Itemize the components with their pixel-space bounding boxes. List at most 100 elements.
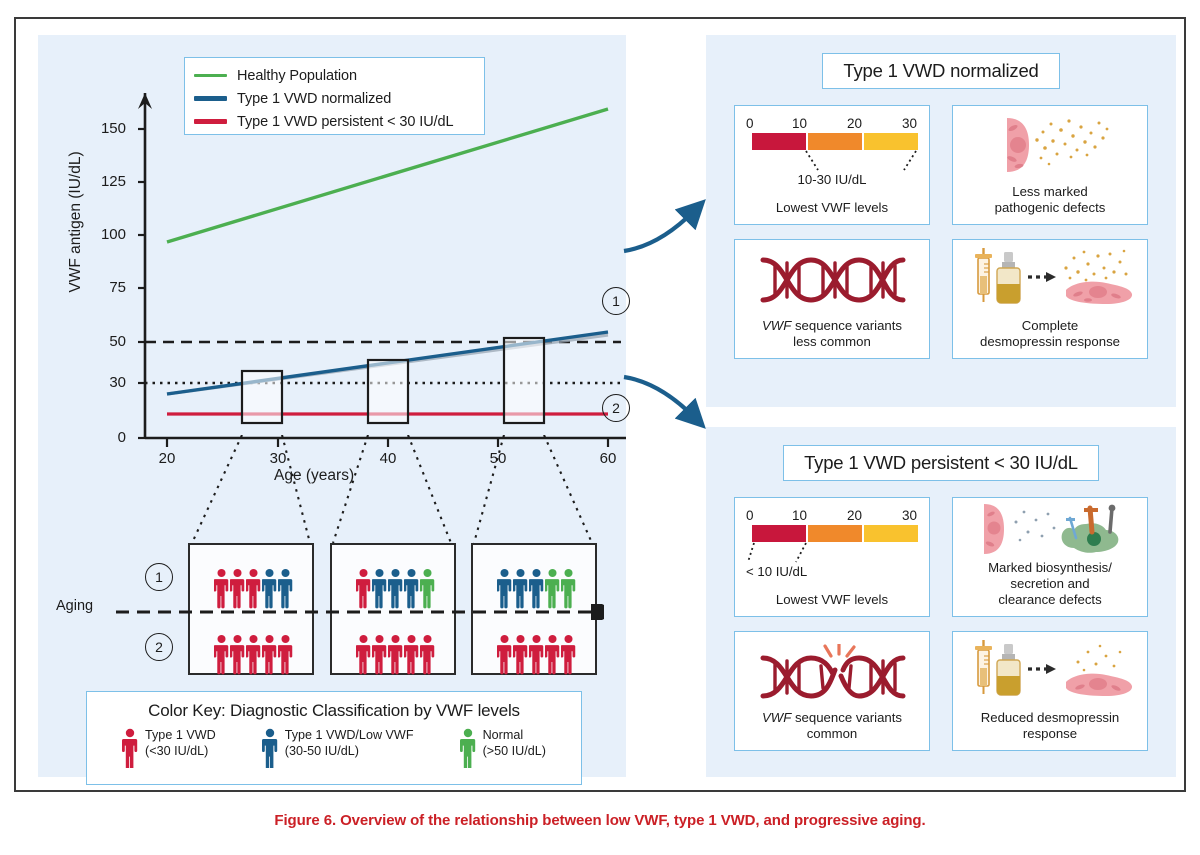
person-icon-red [245, 568, 260, 609]
x-tick-marks [165, 438, 610, 447]
y-axis-label: VWF antigen (IU/dL) [67, 151, 84, 293]
card-caption-pathogenic-defects: Less marked pathogenic defects [994, 183, 1106, 215]
card-lowest-vwf-levels-persistent: 0 10 20 30 [734, 497, 930, 617]
syringe-icon [975, 640, 992, 694]
receptor-icons [1066, 504, 1116, 540]
legend-item-persistent: Type 1 VWD persistent < 30 IU/dL [194, 110, 475, 133]
aging-arrow [116, 598, 618, 626]
person-icon-blue [496, 568, 511, 609]
person-icon-green [419, 568, 434, 609]
y-tick-30: 30 [109, 374, 126, 391]
chart-callout-2: 2 [602, 394, 630, 422]
person-icon-red [403, 634, 418, 675]
color-key-item-normal: Normal (>50 IU/dL) [459, 728, 546, 773]
chart-callout-1: 1 [602, 287, 630, 315]
person-icon-blue [261, 568, 276, 609]
cohort-row-2-age53 [473, 615, 599, 675]
x-tick-30: 30 [269, 450, 287, 467]
color-key-label-type1vwd: Type 1 VWD (<30 IU/dL) [145, 728, 216, 758]
scale-tick-20-p: 20 [847, 508, 863, 523]
cohort-row-1-age41 [332, 549, 458, 609]
scale-tick-20: 20 [847, 116, 863, 131]
cohort-connectors [38, 434, 626, 555]
dna-helix-icon [757, 252, 907, 313]
x-tick-60: 60 [599, 450, 617, 467]
cohort-box-age41 [330, 543, 456, 675]
vwf-scale-normalized: 0 10 20 30 [744, 116, 920, 187]
scale-bar-normalized [752, 133, 919, 150]
card-caption-complete-desmopressin: Complete desmopressin response [979, 317, 1120, 349]
person-icon-red [245, 634, 260, 675]
nasal-spray-icon [996, 252, 1021, 304]
break-spark-icon [823, 642, 856, 658]
person-icon-blue [277, 568, 292, 609]
dashed-arrow-icon [1028, 664, 1056, 674]
x-tick-20: 20 [158, 450, 176, 467]
scale-annotation-leaders-normalized [805, 150, 917, 171]
highlight-box-age27 [240, 369, 284, 425]
cohort-panels [38, 543, 626, 675]
panel-type1-normalized: Type 1 VWD normalized 0 10 20 30 [706, 35, 1176, 407]
vwf-age-chart: VWF antigen (IU/dL) Age (years) 150 125 … [38, 35, 630, 484]
cohort-marker-1: 1 [145, 563, 173, 591]
person-icon-blue [371, 568, 386, 609]
person-icon-blue [403, 568, 418, 609]
arrow-to-persistent-panel [623, 374, 706, 429]
scale-tick-0-p: 0 [746, 508, 754, 523]
person-icon-red [355, 634, 370, 675]
figure-frame: VWF antigen (IU/dL) Age (years) 150 125 … [14, 17, 1186, 792]
scale-tick-10: 10 [792, 116, 808, 131]
y-tick-50: 50 [109, 333, 126, 350]
person-icon-red [560, 634, 575, 675]
person-icon-red [261, 634, 276, 675]
legend-swatch-red [194, 119, 227, 124]
panel-title-box-bottom: Type 1 VWD persistent < 30 IU/dL [783, 445, 1099, 481]
series-healthy-population [166, 107, 609, 244]
person-icon-red [122, 728, 138, 773]
y-tick-0: 0 [117, 429, 126, 446]
color-key-label-lowvwf: Type 1 VWD/Low VWF (30-50 IU/dL) [284, 728, 414, 758]
scale-annotation-leaders-persistent [747, 542, 807, 563]
person-icon-red [229, 568, 244, 609]
card-vwf-variants-less-common: VWF sequence variants less common [734, 239, 930, 359]
scale-segment-20-30-p [864, 525, 919, 542]
chart-legend: Healthy Population Type 1 VWD normalized… [184, 57, 485, 135]
card-complete-desmopressin-response: Complete desmopressin response [952, 239, 1148, 359]
highlight-box-age53 [502, 336, 546, 425]
cohort-row-2-age41 [332, 615, 458, 675]
card-caption-reduced-desmopressin: Reduced desmopressin response [980, 709, 1120, 741]
scale-tick-30-p: 30 [902, 508, 918, 523]
person-icon-red [213, 634, 228, 675]
macrophage-clearance-icon [970, 502, 1130, 563]
dashed-arrow-icon [1028, 272, 1056, 282]
legend-label-normalized: Type 1 VWD normalized [237, 90, 392, 107]
chart-svg [138, 93, 626, 447]
person-icon-red [496, 634, 511, 675]
panel-title-wrap-bottom: Type 1 VWD persistent < 30 IU/dL [706, 427, 1176, 481]
aging-axis-label: Aging [56, 598, 94, 614]
card-caption-vwf-variants-common: VWF sequence variants common [761, 709, 902, 741]
y-tick-75: 75 [109, 279, 126, 296]
connector-3-right [543, 434, 593, 544]
scale-tick-0: 0 [746, 116, 754, 131]
card-vwf-variants-common: VWF sequence variants common [734, 631, 930, 751]
scale-segment-10-20 [808, 133, 862, 150]
syringe-icon [975, 248, 992, 302]
endothelial-cell-icon [1066, 673, 1133, 696]
person-icon-red [213, 568, 228, 609]
person-icon-red [277, 634, 292, 675]
panel-type1-persistent: Type 1 VWD persistent < 30 IU/dL 0 10 20… [706, 427, 1176, 777]
macrophage-body-icon [1061, 523, 1119, 553]
person-icon-blue [528, 568, 543, 609]
person-icon-green [459, 728, 476, 773]
card-caption-lowest-levels-normalized: Lowest VWF levels [775, 199, 889, 215]
y-tick-100: 100 [100, 226, 126, 243]
person-icon-blue [512, 568, 527, 609]
scale-tick-30: 30 [902, 116, 918, 131]
scale-segment-20-30 [864, 133, 919, 150]
person-icon-blue [261, 728, 278, 773]
connector-2-left [332, 434, 369, 544]
x-axis-label: Age (years) [274, 467, 355, 484]
card-grid-bottom: 0 10 20 30 [706, 497, 1176, 751]
